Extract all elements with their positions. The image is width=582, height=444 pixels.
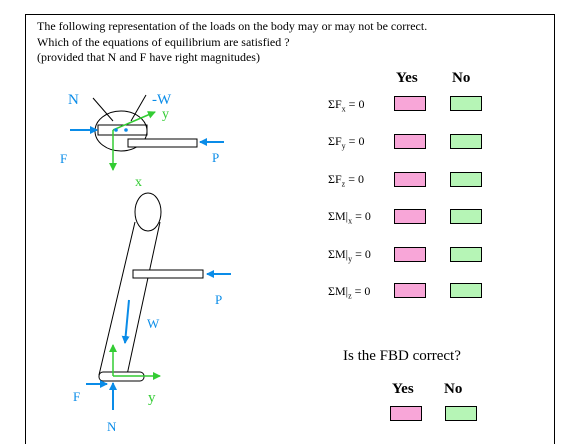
top-n-label: N bbox=[68, 92, 79, 108]
eq-fx-yes-box[interactable] bbox=[394, 96, 426, 111]
prompt-line-3: (provided that N and F have right magnit… bbox=[37, 50, 260, 64]
side-head-ellipse bbox=[134, 192, 162, 232]
fbd-question: Is the FBD correct? bbox=[343, 348, 461, 364]
top-dot-1 bbox=[114, 128, 118, 132]
eq-fx-no-box[interactable] bbox=[450, 96, 482, 111]
side-y-label: y bbox=[148, 390, 156, 406]
eq-fy-no-box[interactable] bbox=[450, 134, 482, 149]
eq-sum-mx: ΣM|x = 0 bbox=[328, 209, 371, 226]
fbd-yes-box[interactable] bbox=[390, 406, 422, 421]
no-header: No bbox=[452, 70, 471, 86]
eq-mx-yes-box[interactable] bbox=[394, 209, 426, 224]
eq-fz-yes-box[interactable] bbox=[394, 172, 426, 187]
eq-mz-yes-box[interactable] bbox=[394, 283, 426, 298]
side-body-right-edge bbox=[126, 221, 161, 376]
top-y-label: y bbox=[162, 107, 169, 122]
top-x-label: x bbox=[135, 175, 142, 190]
eq-sum-fx: ΣFx = 0 bbox=[328, 97, 365, 114]
fbd-yes-label: Yes bbox=[392, 381, 414, 397]
side-body-left-edge bbox=[98, 221, 136, 376]
eq-mz-no-box[interactable] bbox=[450, 283, 482, 298]
fbd-no-box[interactable] bbox=[445, 406, 477, 421]
eq-fz-no-box[interactable] bbox=[450, 172, 482, 187]
eq-sum-fy: ΣFy = 0 bbox=[328, 134, 365, 151]
top-n-leader bbox=[92, 97, 114, 122]
top-y-axis-arrow bbox=[112, 111, 156, 131]
eq-sum-mz: ΣM|z = 0 bbox=[328, 284, 371, 301]
side-w-arrow bbox=[121, 299, 130, 344]
prompt-line-2: Which of the equations of equilibrium ar… bbox=[37, 35, 290, 49]
eq-my-no-box[interactable] bbox=[450, 247, 482, 262]
top-f-label: F bbox=[60, 151, 67, 166]
slide-frame bbox=[25, 14, 555, 444]
top-dot-2 bbox=[124, 128, 128, 132]
eq-sum-my: ΣM|y = 0 bbox=[328, 247, 371, 264]
top-w-leader bbox=[130, 94, 147, 122]
side-w-label: W bbox=[147, 316, 160, 331]
fbd-diagrams: N -W y F P x P W F y N bbox=[60, 92, 231, 434]
eq-mx-no-box[interactable] bbox=[450, 209, 482, 224]
top-p-label: P bbox=[212, 150, 219, 165]
side-view-diagram: P W F y N bbox=[73, 192, 231, 434]
side-arm-rect bbox=[132, 269, 204, 279]
fbd-no-label: No bbox=[444, 381, 463, 397]
eq-fy-yes-box[interactable] bbox=[394, 134, 426, 149]
yes-header: Yes bbox=[396, 70, 418, 86]
eq-sum-fz: ΣFz = 0 bbox=[328, 172, 365, 189]
top-w-label: -W bbox=[152, 92, 172, 108]
prompt-line-1: The following representation of the load… bbox=[37, 19, 428, 33]
top-view-diagram: N -W y F P x bbox=[60, 92, 224, 190]
side-n-label: N bbox=[107, 419, 117, 434]
side-f-label: F bbox=[73, 389, 80, 404]
eq-my-yes-box[interactable] bbox=[394, 247, 426, 262]
top-arm-rect bbox=[127, 138, 198, 148]
top-foot-rect bbox=[97, 124, 148, 136]
side-p-label: P bbox=[215, 292, 222, 307]
